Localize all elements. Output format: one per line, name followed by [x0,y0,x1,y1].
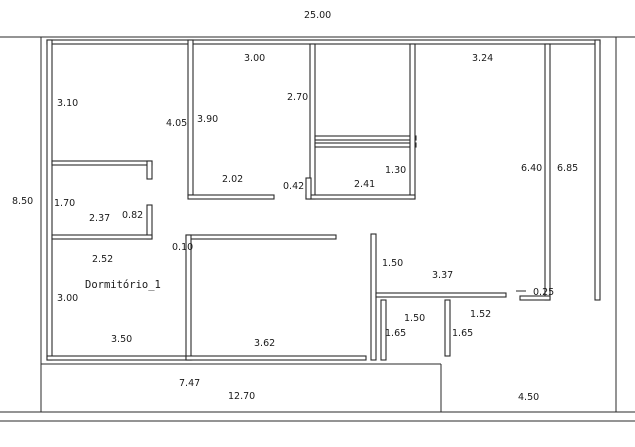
dim-room-w: 2.02 [222,174,243,185]
dim-dorm-w2: 3.50 [111,334,132,345]
dim-garage-w: 4.50 [518,392,539,403]
dim-bath-h: 1.30 [385,165,406,176]
dim-left-upper-h: 3.10 [57,98,78,109]
dim-step-h: 1.65 [385,328,406,339]
dim-small-gap: 0.82 [122,210,143,221]
dim-entry-w: 1.50 [404,313,425,324]
dim-right-h2: 6.85 [557,163,578,174]
dim-right-h1: 6.40 [521,163,542,174]
dim-step-h2: 1.65 [452,328,473,339]
dim-dorm-w: 2.52 [92,254,113,265]
center-walls [187,43,417,200]
dim-total-width: 25.00 [304,10,331,21]
dim-entry-w2: 1.52 [470,309,491,320]
dim-hall-h: 2.70 [287,92,308,103]
lot-lines [0,36,635,422]
left-walls [51,39,194,240]
dim-front-w: 7.47 [179,378,200,389]
dim-bath-w: 2.41 [354,179,375,190]
lower-walls [185,43,551,361]
exterior-walls [46,39,601,361]
dim-closet-w: 3.00 [244,53,265,64]
dim-stair-h: 1.50 [382,258,403,269]
dim-wall-t: 0.10 [172,242,193,253]
dim-gap-w: 0.42 [283,181,304,192]
room-label-dormitorio: Dormitório_1 [85,279,161,291]
dim-room-h: 3.90 [197,114,218,125]
dim-right-w: 3.24 [472,53,493,64]
dim-total-depth: 8.50 [12,196,33,207]
dim-wall-gap: 0.25 [533,287,554,298]
dim-dorm-h: 3.00 [57,293,78,304]
dimension-labels: 25.00 8.50 3.10 3.00 2.70 4.05 3.90 3.24… [12,10,578,403]
dim-small-h: 1.70 [54,198,75,209]
dim-small-w: 2.37 [89,213,110,224]
dim-hall-wall-h: 4.05 [166,118,187,129]
dim-living-w: 3.62 [254,338,275,349]
dim-corridor-w: 3.37 [432,270,453,281]
dim-front-total: 12.70 [228,391,255,402]
